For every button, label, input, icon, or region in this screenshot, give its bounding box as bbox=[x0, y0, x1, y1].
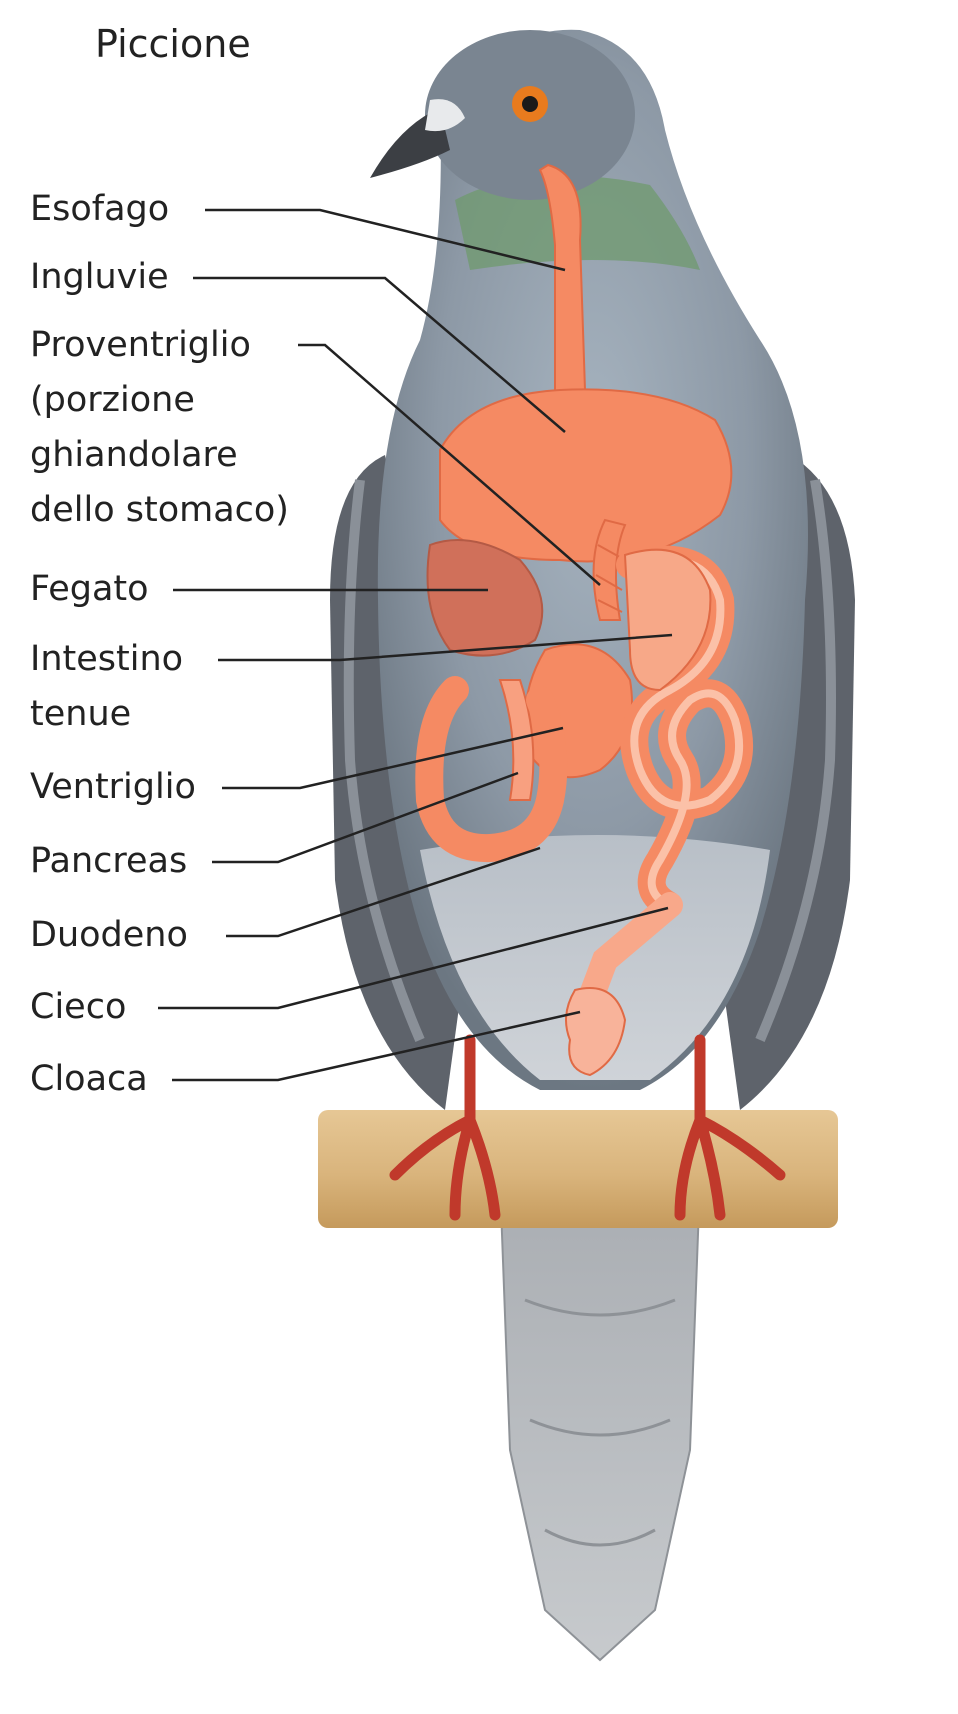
diagram-title: Piccione bbox=[95, 22, 251, 66]
label-proventriglio-line4: dello stomaco) bbox=[30, 490, 289, 530]
label-duodeno: Duodeno bbox=[30, 915, 188, 955]
label-cieco: Cieco bbox=[30, 987, 127, 1027]
label-proventriglio: Proventriglio bbox=[30, 325, 251, 365]
leader-cloaca bbox=[172, 1010, 581, 1082]
digestive-tract bbox=[415, 163, 754, 1077]
crop bbox=[439, 388, 733, 563]
leader-duodeno bbox=[226, 846, 541, 938]
label-ingluvie: Ingluvie bbox=[30, 257, 169, 297]
cloaca bbox=[565, 987, 627, 1077]
label-ventriglio: Ventriglio bbox=[30, 767, 196, 807]
label-esofago: Esofago bbox=[30, 189, 170, 229]
leader-ingluvie bbox=[193, 276, 566, 433]
leader-intestino bbox=[218, 633, 673, 662]
leader-cieco bbox=[158, 906, 669, 1010]
leader-ventriglio bbox=[222, 726, 564, 790]
label-proventriglio-line2: (porzione bbox=[30, 380, 195, 420]
label-pancreas: Pancreas bbox=[30, 841, 188, 881]
liver bbox=[426, 539, 544, 657]
feet bbox=[389, 1034, 786, 1221]
leader-esofago bbox=[205, 208, 566, 272]
label-fegato: Fegato bbox=[30, 569, 149, 609]
duodenum bbox=[415, 676, 568, 863]
label-proventriglio-line3: ghiandolare bbox=[30, 435, 238, 475]
leader-pancreas bbox=[212, 771, 519, 864]
pancreas bbox=[498, 679, 535, 801]
label-cloaca: Cloaca bbox=[30, 1059, 148, 1099]
label-intestino: Intestino bbox=[30, 639, 184, 679]
leader-proventriglio bbox=[298, 343, 601, 586]
rectum bbox=[577, 892, 683, 1013]
proventriculus bbox=[592, 518, 627, 621]
mesentery bbox=[623, 548, 712, 692]
leader-lines bbox=[158, 208, 673, 1082]
label-intestino-line2: tenue bbox=[30, 694, 132, 734]
cere bbox=[425, 99, 465, 132]
